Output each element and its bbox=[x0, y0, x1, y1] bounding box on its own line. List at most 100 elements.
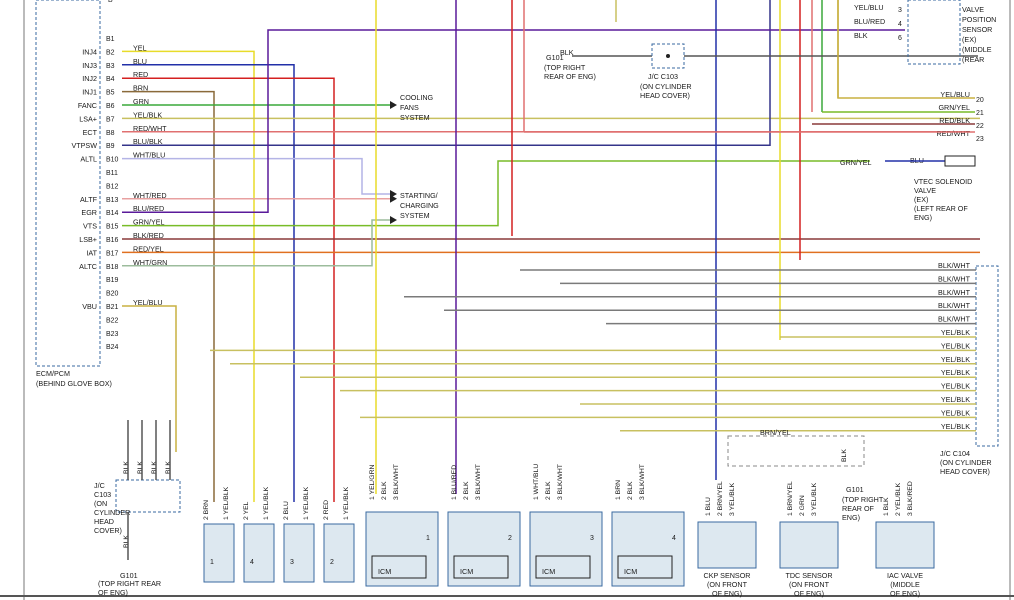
jc104-wire-label: YEL/BLK bbox=[941, 368, 970, 377]
ckp-sensor-box bbox=[697, 521, 757, 569]
injector-body bbox=[323, 523, 355, 583]
jc103-bottom-box bbox=[115, 479, 181, 513]
coil-box bbox=[529, 511, 603, 587]
cooling-fans-label: SYSTEM bbox=[400, 113, 430, 122]
tdc-label: (ON FRONT bbox=[789, 580, 830, 589]
injector-body bbox=[203, 523, 235, 583]
wire-egr-blured bbox=[122, 29, 905, 213]
wire-inj4-yel bbox=[122, 50, 255, 502]
valve-wire-label: BLK bbox=[854, 31, 868, 40]
jc104-wire-label: BLK/WHT bbox=[938, 301, 971, 310]
jc103-bottom-pin-wire: BLK bbox=[137, 461, 144, 474]
iac-wire-label: 2 YEL/BLK bbox=[895, 482, 902, 516]
ecm-wire-label-b16: BLK/RED bbox=[133, 231, 164, 240]
injector-wire-a: 2 RED bbox=[323, 500, 330, 520]
jc103-bottom-label: COVER) bbox=[94, 526, 122, 535]
ecm-signal-b2: INJ4 bbox=[82, 47, 97, 56]
coil-number: 1 bbox=[426, 535, 430, 542]
ecm-signal-b14: EGR bbox=[81, 208, 97, 217]
ecm-signal-b13: ALTF bbox=[80, 195, 98, 204]
icm-label: ICM bbox=[542, 567, 555, 576]
icm-box bbox=[371, 555, 427, 579]
ckp-wire-label: 2 BRN/YEL bbox=[717, 481, 724, 516]
injector-number: 4 bbox=[250, 559, 254, 566]
ecm-wire-label-b9: BLU/BLK bbox=[133, 137, 163, 146]
valve-wire-label: YEL/BLU bbox=[854, 3, 884, 12]
ecm-pin-b9: B9 bbox=[106, 143, 115, 150]
jc103-bottom-label: (ON bbox=[94, 499, 107, 508]
ecm-wire-label-b15: GRN/YEL bbox=[133, 218, 165, 227]
valve-wire-label: BLU/RED bbox=[854, 17, 885, 26]
jc103-bottom-label: J/C bbox=[94, 481, 105, 490]
ecm-pin-b3: B3 bbox=[106, 63, 115, 70]
ecm-signal-b21: VBU bbox=[82, 302, 97, 311]
ecm-pin-b11: B11 bbox=[106, 170, 118, 177]
ecm-pin-b23: B23 bbox=[106, 331, 119, 338]
ecm-pin-b13: B13 bbox=[106, 197, 119, 204]
icm-box bbox=[535, 555, 591, 579]
ecm-pin-b12: B12 bbox=[106, 183, 119, 190]
ecm-pin-b18: B18 bbox=[106, 264, 119, 271]
coil-number: 4 bbox=[672, 535, 676, 542]
jc103-bottom-label: C103 bbox=[94, 490, 111, 499]
icm-label: ICM bbox=[378, 567, 391, 576]
ecm-wire-label-b21: YEL/BLU bbox=[133, 298, 163, 307]
valve-sensor-box bbox=[907, 0, 961, 65]
injector-body bbox=[243, 523, 275, 583]
vtec-label: ENG) bbox=[914, 213, 932, 222]
vtec-coil bbox=[944, 155, 976, 167]
charging-arrow-3 bbox=[390, 216, 397, 224]
right-wire-num: 20 bbox=[976, 97, 984, 104]
wire-altc-whtgrn bbox=[122, 219, 392, 267]
ecm-wire-label-b4: RED bbox=[133, 70, 148, 79]
wire-altl-whtblu bbox=[122, 157, 392, 195]
ecm-pin-b22: B22 bbox=[106, 317, 119, 324]
ecm-pin-b24: B24 bbox=[106, 344, 119, 351]
icm-box bbox=[617, 555, 673, 579]
jc104-wire-label: YEL/BLK bbox=[941, 328, 970, 337]
coil-number: 2 bbox=[508, 535, 512, 542]
jc104-label: (ON CYLINDER bbox=[940, 458, 992, 467]
ecm-wire-label-b18: WHT/GRN bbox=[133, 258, 167, 267]
tdc-wire-label: 3 YEL/BLK bbox=[811, 482, 818, 516]
coil-wire-2: 2 BLK bbox=[545, 481, 552, 500]
tdc-sensor-box bbox=[779, 521, 839, 569]
injector-number: 1 bbox=[210, 559, 214, 566]
vtec-label: VTEC SOLENOID bbox=[914, 177, 972, 186]
coil-wire-1: 1 BRN bbox=[615, 480, 622, 500]
jc104-wire-label: BLK/WHT bbox=[938, 315, 971, 324]
ecm-location: (BEHIND GLOVE BOX) bbox=[36, 379, 112, 388]
jc103-top-location: (ON CYLINDER bbox=[640, 82, 692, 91]
ecm-signal-b3: INJ3 bbox=[82, 61, 97, 70]
g101-top-wire: BLK bbox=[560, 48, 574, 57]
vtec-label: (EX) bbox=[914, 195, 928, 204]
icm-label: ICM bbox=[460, 567, 473, 576]
injector-number: 2 bbox=[330, 559, 334, 566]
injector-wire-a: 2 BLU bbox=[283, 501, 290, 520]
ecm-signal-b4: INJ2 bbox=[82, 74, 97, 83]
ecm-wire-label-b7: YEL/BLK bbox=[133, 110, 162, 119]
shield-ground-location: (TOP RIGHT bbox=[842, 495, 884, 504]
valve-sensor-label: (MIDDLE bbox=[962, 45, 992, 54]
ecm-signal-b9: VTPSW bbox=[71, 141, 97, 150]
ecm-signal-b7: LSA+ bbox=[79, 114, 97, 123]
ecm-signal-b5: INJ1 bbox=[82, 88, 97, 97]
ecm-signal-b8: ECT bbox=[83, 128, 98, 137]
injector-wire-a: 2 BRN bbox=[203, 500, 210, 520]
ecm-pin-b15: B15 bbox=[106, 224, 119, 231]
ckp-label: OF ENG) bbox=[712, 589, 742, 598]
valve-sensor-label: (REAR bbox=[962, 55, 984, 64]
coil-wire-1: 1 YEL/GRN bbox=[369, 465, 376, 500]
jc103-to-g101-wire-label: BLK bbox=[123, 535, 130, 548]
jc104-wire-label: YEL/BLK bbox=[941, 355, 970, 364]
ecm-wire-label-b10: WHT/BLU bbox=[133, 151, 165, 160]
coil-wire-2: 2 BLK bbox=[627, 481, 634, 500]
coil-wire-3: 3 BLK/WHT bbox=[475, 464, 482, 500]
ckp-label: (ON FRONT bbox=[707, 580, 748, 589]
right-wire-label: RED/BLK bbox=[939, 116, 970, 125]
vtec-label: VALVE bbox=[914, 186, 936, 195]
jc103-bottom-label: HEAD bbox=[94, 517, 114, 526]
ecm-pin-b4: B4 bbox=[106, 76, 115, 83]
coil-wire-2: 2 BLK bbox=[381, 481, 388, 500]
